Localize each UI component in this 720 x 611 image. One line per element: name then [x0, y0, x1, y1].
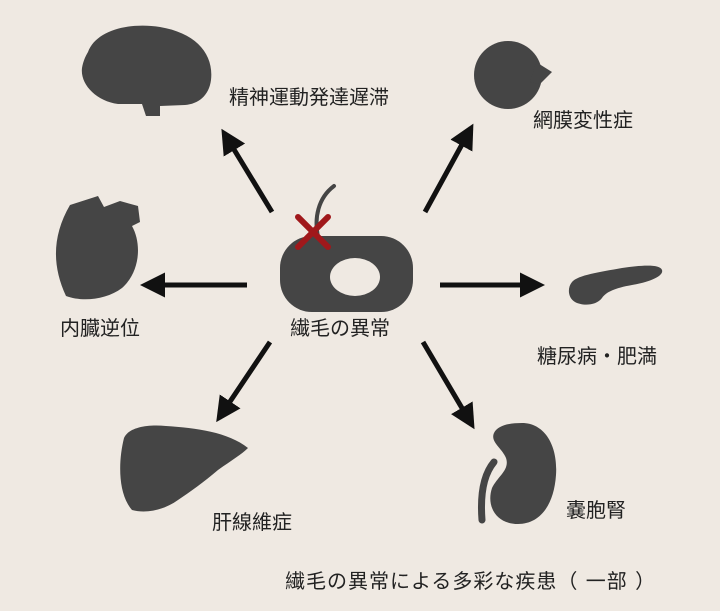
arrow-to-brain	[221, 128, 275, 214]
pancreas-icon	[568, 265, 663, 305]
ciliated-cell-icon	[280, 184, 413, 312]
label-diabetes-obesity: 糖尿病・肥満	[537, 344, 657, 368]
liver-icon	[120, 425, 248, 512]
kidney-icon	[478, 423, 557, 524]
diagram-caption: 繊毛の異常による多彩な疾患（ 一部 ）	[285, 569, 657, 593]
heart-icon	[55, 196, 140, 300]
label-liver-fibrosis: 肝線維症	[212, 510, 292, 534]
brain-icon	[81, 25, 212, 116]
cross-mark-icon	[295, 214, 331, 250]
label-cystic-kidney: 嚢胞腎	[566, 498, 626, 522]
label-psychomotor-delay: 精神運動発達遅滞	[229, 85, 389, 109]
label-retinal-degeneration: 網膜変性症	[533, 108, 633, 132]
eye-icon	[474, 41, 552, 109]
arrow-to-liver	[216, 340, 273, 423]
label-situs-inversus: 内臓逆位	[60, 316, 140, 340]
arrow-to-kidney	[420, 340, 475, 430]
center-label: 繊毛の異常	[290, 316, 390, 340]
arrow-to-eye	[422, 123, 474, 214]
